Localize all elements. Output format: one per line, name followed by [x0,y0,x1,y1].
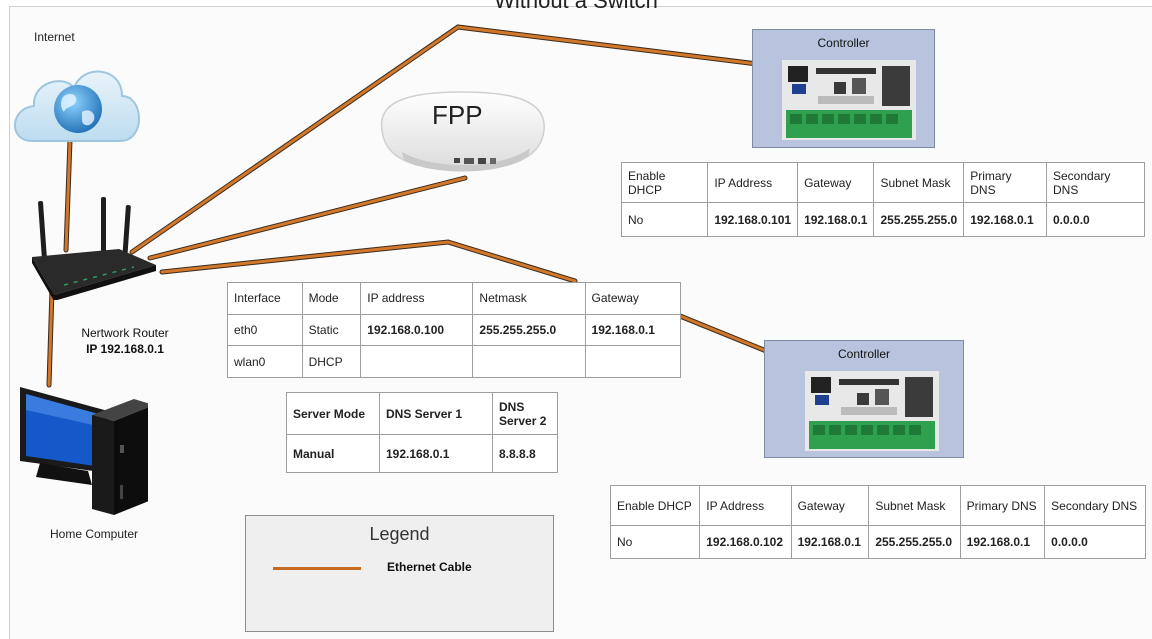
router-label: Nertwork Router IP 192.168.0.1 [60,325,190,357]
table-cell: Manual [286,434,380,473]
internet-label: Internet [34,30,75,44]
fpp-label: FPP [432,100,483,130]
controller-2-box: Controller [764,340,964,458]
table-cell [360,345,474,378]
internet-cloud-icon [14,70,140,142]
table-header-cell: Server Mode [286,392,380,435]
table-cell: 192.168.0.1 [797,202,875,237]
controller-1-box: Controller [752,29,935,148]
table-header-cell: Gateway [797,162,875,203]
fpp-dns-table: Server Mode DNS Server 1 DNS Server 2 Ma… [286,392,558,473]
table-cell: 0.0.0.0 [1046,202,1145,237]
diagram-title: Without a Switch [494,0,658,13]
controller-board-icon [805,371,939,451]
table-cell [584,345,682,378]
router-ip: IP 192.168.0.1 [86,342,164,356]
table-header-cell: Secondary DNS [1046,162,1145,203]
table-header-cell: Netmask [472,282,586,315]
table-cell: wlan0 [227,345,303,378]
table-cell: 255.255.255.0 [873,202,965,237]
table-cell: Static [301,313,362,347]
table-header-cell: Interface [227,282,303,315]
table-header-cell: DNS Server 2 [492,392,558,435]
table-cell: 192.168.0.1 [959,525,1046,559]
legend-cable-label: Ethernet Cable [387,560,472,574]
table-cell: DHCP [301,345,362,378]
controller-1-settings-table: Enable DHCP IP Address Gateway Subnet Ma… [620,162,1145,237]
table-cell: 192.168.0.102 [699,525,792,559]
table-header-cell: DNS Server 1 [379,392,493,435]
fpp-interface-table: Interface Mode IP address Netmask Gatewa… [227,282,682,378]
computer-icon [20,387,148,515]
table-cell: 192.168.0.1 [790,525,870,559]
table-cell: 192.168.0.100 [360,313,474,347]
legend-title: Legend [369,524,430,544]
table-header-cell: Primary DNS [959,485,1046,526]
table-cell: 255.255.255.0 [472,313,586,347]
table-cell: 255.255.255.0 [868,525,961,559]
table-header-cell: Enable DHCP [609,485,701,526]
table-header-cell: Gateway [584,282,682,315]
router-icon [32,197,156,300]
table-cell: No [609,525,701,559]
table-cell: eth0 [227,313,303,347]
fpp-device-icon [380,91,545,172]
legend-box: Legend Ethernet Cable [245,515,554,632]
router-name: Nertwork Router [81,326,169,340]
table-header-cell: IP Address [707,162,799,203]
table-cell [472,345,586,378]
controller-board-icon [782,60,916,140]
table-cell: 192.168.0.1 [963,202,1047,237]
table-cell: 192.168.0.1 [584,313,682,347]
table-cell: 8.8.8.8 [492,434,558,473]
table-cell: 0.0.0.0 [1044,525,1146,559]
controller-2-title: Controller [837,347,891,361]
legend-cable-swatch [273,567,361,570]
controller-1-title: Controller [817,36,870,50]
table-header-cell: Enable DHCP [620,162,709,203]
table-cell: 192.168.0.101 [707,202,799,237]
computer-label: Home Computer [50,527,139,541]
table-header-cell: Primary DNS [963,162,1047,203]
table-header-cell: IP address [360,282,474,315]
table-header-cell: Subnet Mask [873,162,965,203]
table-cell: No [620,202,709,237]
table-header-cell: IP Address [699,485,792,526]
table-header-cell: Subnet Mask [868,485,961,526]
table-header-cell: Gateway [790,485,870,526]
table-header-cell: Secondary DNS [1044,485,1146,526]
table-cell: 192.168.0.1 [379,434,493,473]
table-header-cell: Mode [301,282,362,315]
controller-2-settings-table: Enable DHCP IP Address Gateway Subnet Ma… [609,485,1146,559]
